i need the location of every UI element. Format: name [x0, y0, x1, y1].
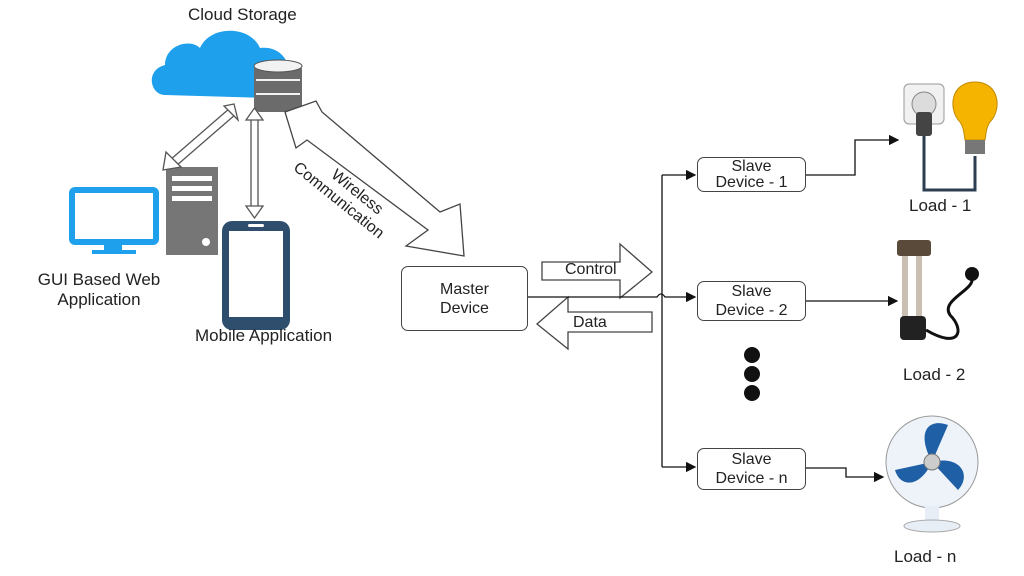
immersion-heater-icon [897, 240, 979, 340]
web-application-label-line1: GUI Based Web [37, 270, 161, 289]
desktop-tower-icon [166, 167, 218, 255]
monitor-icon [69, 187, 159, 254]
mobile-application-label: Mobile Application [195, 326, 333, 345]
slave-device-1-line2: Device - 1 [715, 173, 788, 191]
slave-device-n-line2: Device - n [715, 470, 788, 487]
load-2-label: Load - 2 [903, 365, 966, 384]
control-label: Control [565, 261, 617, 278]
master-device-line1: Master [440, 280, 489, 298]
smartphone-icon [222, 221, 290, 330]
web-application-label-line2: Application [57, 290, 141, 309]
cloud-storage-label: Cloud Storage [188, 5, 297, 24]
database-icon [253, 59, 303, 112]
table-fan-icon [885, 415, 979, 533]
more-slaves-ellipsis [744, 347, 760, 401]
slave-device-2-line1: Slave [731, 283, 772, 300]
slave-device-1-box: Slave Device - 1 [697, 157, 806, 192]
slave-device-n-box: Slave Device - n [697, 448, 806, 490]
slave-device-2-box: Slave Device - 2 [697, 281, 806, 321]
slave-device-2-line2: Device - 2 [715, 302, 788, 319]
load-n-label: Load - n [894, 547, 957, 566]
master-device-line2: Device [440, 299, 489, 317]
data-label: Data [573, 314, 607, 331]
cloud-mobile-link [244, 106, 265, 220]
web-application-label: GUI Based Web Application [24, 270, 174, 310]
data-arrow [535, 295, 653, 351]
load-1-label: Load - 1 [909, 196, 972, 215]
wireless-communication-arrow [284, 100, 465, 257]
master-slave-bus [528, 169, 697, 473]
master-device-box: Master Device [401, 266, 528, 331]
control-arrow [541, 242, 654, 300]
slave-device-1-line1: Slave [731, 157, 772, 175]
slave-device-n-line1: Slave [731, 451, 772, 468]
cloud-web-link [162, 103, 240, 171]
plug-and-bulb-icon [903, 81, 998, 192]
slave-load-lines [806, 134, 900, 483]
